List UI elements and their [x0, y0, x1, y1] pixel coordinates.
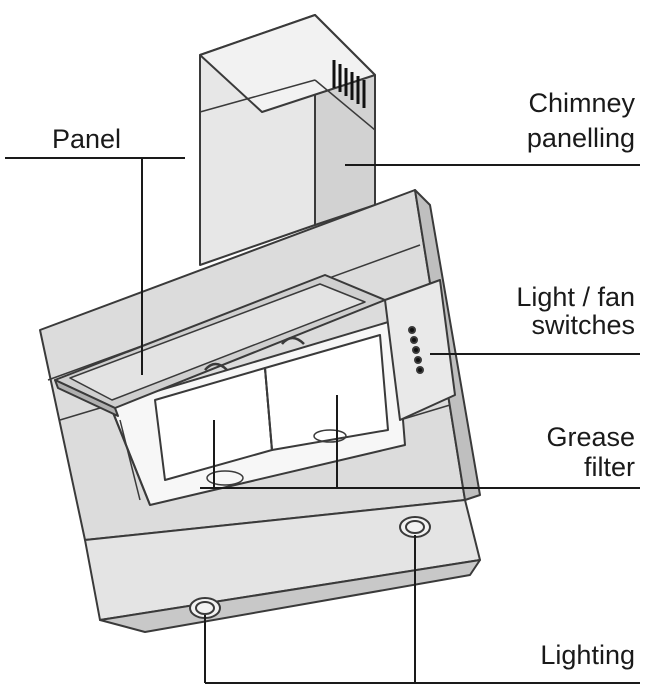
label-grease-filter-line1: Grease: [546, 422, 635, 452]
filter-cavity: [109, 319, 406, 506]
switch-panel: [384, 279, 456, 421]
label-switches-line1: Light / fan: [516, 282, 635, 312]
label-panel: Panel: [52, 124, 122, 154]
lamp-right: [399, 516, 431, 538]
label-chimney-panelling-line1: Chimney: [528, 88, 635, 118]
label-chimney-panelling-line2: panelling: [526, 123, 635, 153]
front-panel: [54, 274, 386, 417]
label-switches-line2: switches: [531, 310, 635, 340]
chimney: [199, 14, 376, 266]
label-grease-filter-line2: filter: [583, 452, 635, 482]
chimney-vent-grille: [332, 60, 366, 108]
label-lighting: Lighting: [540, 640, 635, 670]
